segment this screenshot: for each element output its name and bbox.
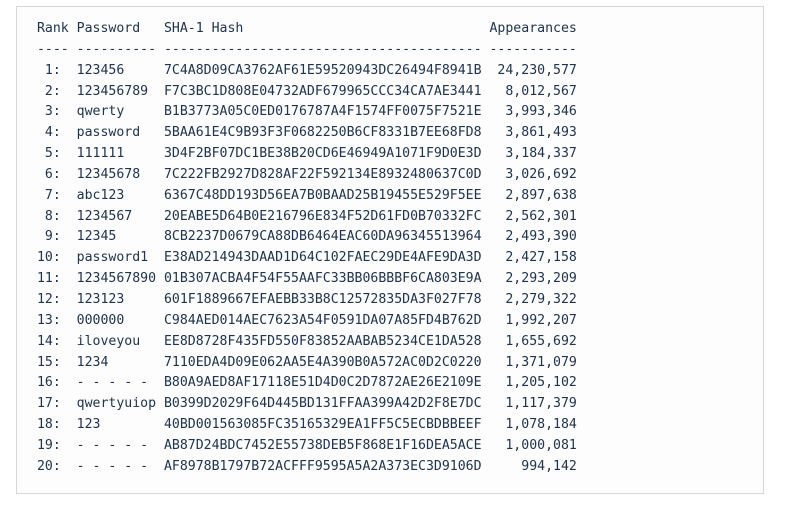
table-row: 7: abc123 6367C48DD193D56EA7B0BAAD25B194… (29, 187, 577, 203)
table-row: 14: iloveyou EE8D8728F435FD550F83852AABA… (29, 333, 577, 349)
table-row: 10: password1 E38AD214943DAAD1D64C102FAE… (29, 250, 577, 266)
table-row: 5: 111111 3D4F2BF07DC1BE38B20CD6E46949A1… (29, 146, 577, 162)
table-row: 9: 12345 8CB2237D0679CA88DB6464EAC60DA96… (29, 229, 577, 245)
table-row: 3: qwerty B1B3773A05C0ED0176787A4F1574FF… (29, 104, 577, 120)
table-row: 16: - - - - - B80A9AED8AF17118E51D4D0C2D… (29, 375, 577, 391)
table-row: 4: password 5BAA61E4C9B93F3F0682250B6CF8… (29, 125, 577, 141)
table-row: 13: 000000 C984AED014AEC7623A54F0591DA07… (29, 312, 577, 328)
table-row: 6: 12345678 7C222FB2927D828AF22F592134E8… (29, 166, 577, 182)
terminal-output-panel: Rank Password SHA-1 Hash Appearances ---… (16, 6, 764, 494)
table-row: 11: 1234567890 01B307ACBA4F54F55AAFC33BB… (29, 271, 577, 287)
table-row: 19: - - - - - AB87D24BDC7452E55738DEB5F8… (29, 437, 577, 453)
table-row: 8: 1234567 20EABE5D64B0E216796E834F52D61… (29, 208, 577, 224)
table-header-row: Rank Password SHA-1 Hash Appearances (29, 21, 577, 36)
table-row: 12: 123123 601F1889667EFAEBB33B8C1257283… (29, 291, 577, 307)
table-row: 1: 123456 7C4A8D09CA3762AF61E59520943DC2… (29, 62, 577, 78)
table-row: 2: 123456789 F7C3BC1D808E04732ADF679965C… (29, 83, 577, 99)
table-row: 18: 123 40BD001563085FC35165329EA1FF5C5E… (29, 417, 577, 433)
password-table-text: Rank Password SHA-1 Hash Appearances ---… (29, 19, 577, 478)
table-separator-row: ---- ---------- ------------------------… (29, 41, 577, 57)
table-row: 15: 1234 7110EDA4D09E062AA5E4A390B0A572A… (29, 354, 577, 370)
table-row: 20: - - - - - AF8978B1797B72ACFFF9595A5A… (29, 458, 577, 474)
table-row: 17: qwertyuiop B0399D2029F64D445BD131FFA… (29, 396, 577, 412)
